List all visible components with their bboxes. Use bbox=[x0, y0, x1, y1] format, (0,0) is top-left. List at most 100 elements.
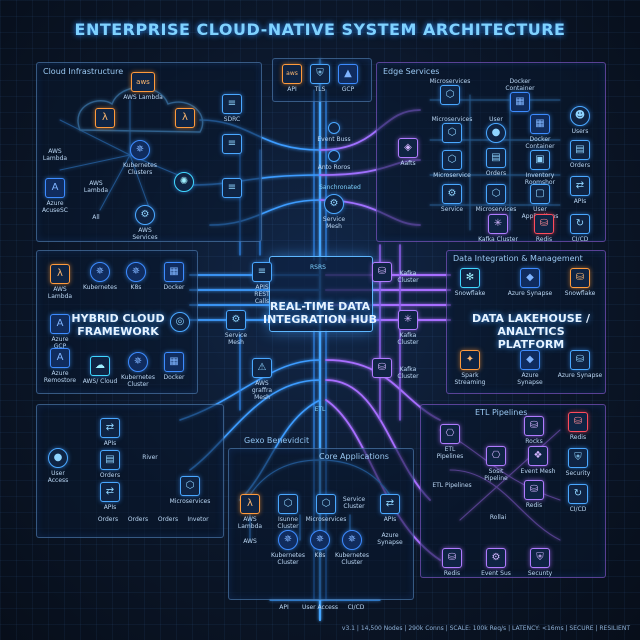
isunne-cluster-node[interactable]: ⬡Isunne Cluster bbox=[265, 494, 311, 530]
tls-node[interactable]: ⛨TLS bbox=[297, 64, 343, 93]
azure-synapse-node[interactable]: ◆Azure Synapse bbox=[507, 268, 553, 297]
inventory-node[interactable]: ▣Inventory Roomshor bbox=[517, 150, 563, 186]
security-node[interactable]: ⛨Security bbox=[555, 448, 601, 477]
snowflake-node[interactable]: ✻Snowflake bbox=[447, 268, 493, 297]
aafts-node[interactable]: ◈Aafts bbox=[385, 138, 431, 167]
sdrc-node[interactable]: ≡SDRC bbox=[209, 94, 255, 123]
redis-node[interactable]: ⛁Redis bbox=[429, 548, 475, 577]
user-access-node[interactable]: User Access bbox=[297, 602, 343, 611]
aws-services-node[interactable]: ⚙AWS Services bbox=[122, 205, 168, 241]
apis-node[interactable]: ⇄APIs bbox=[557, 176, 603, 205]
circle-node[interactable]: ◎ bbox=[157, 312, 203, 332]
docker-container-node[interactable]: Docker Container▦ bbox=[497, 76, 543, 112]
orders-node[interactable]: Orders bbox=[145, 514, 191, 523]
user-node[interactable]: User● bbox=[473, 114, 519, 143]
etl-pipelines-node[interactable]: ⎔ETL Pipelines bbox=[427, 424, 473, 460]
aws-lambda-node[interactable]: AWS Lambda bbox=[73, 178, 119, 194]
kubernetes-node[interactable]: ✵Kubernetes Clusters bbox=[117, 140, 163, 176]
cicd-node[interactable]: CI/CD bbox=[333, 602, 379, 611]
apis-rest-node[interactable]: ≡APIS REST Calls bbox=[239, 262, 285, 305]
etl-pipelines-node[interactable]: ETL Pipelines bbox=[429, 480, 475, 489]
server-node[interactable]: ≡ bbox=[209, 134, 255, 154]
orders-node[interactable]: ▤Orders bbox=[557, 140, 603, 169]
microservices-node[interactable]: Microservices⬡ bbox=[429, 114, 475, 143]
spark-streaming-node[interactable]: ✦Spark Streaming bbox=[447, 350, 493, 386]
kubernetes-cluster-node[interactable]: ✵Kubernetes Cluster bbox=[329, 530, 375, 566]
anto-node[interactable]: Anto Roros bbox=[311, 150, 357, 171]
sosit-pipeline-node[interactable]: ⎔Sosit Pipeline bbox=[473, 446, 519, 482]
azure-synapse-node[interactable]: ◆Azure Synapse bbox=[507, 350, 553, 386]
invetor-node[interactable]: Invetor bbox=[175, 514, 221, 523]
aws-mesh-node[interactable]: ⚠AWS graffra Mesh bbox=[239, 358, 285, 401]
service-node[interactable]: ⚙Service bbox=[429, 184, 475, 213]
cicd-node[interactable]: ↻CI/CD bbox=[557, 214, 603, 243]
event-bus-node[interactable]: Event Buss bbox=[311, 122, 357, 143]
kubernetes-cluster-node[interactable]: ✵Kubernetes Cluster bbox=[115, 352, 161, 388]
gcp-node[interactable]: ▲GCP bbox=[325, 64, 371, 93]
snowflake-node[interactable]: ⛁Snowflake bbox=[557, 268, 603, 297]
integration-hub[interactable] bbox=[269, 256, 373, 332]
azure-synapse-node[interactable]: ⛁Azure Synapse bbox=[557, 350, 603, 379]
etl-node[interactable]: ETL bbox=[297, 404, 343, 413]
microservice-node[interactable]: ⬡Microservice bbox=[429, 150, 475, 179]
microservices-node[interactable]: Microservices⬡ bbox=[427, 76, 473, 105]
apis-node[interactable]: ⇄APIs bbox=[87, 418, 133, 447]
event-mesh-node[interactable]: ❖Event Mesh bbox=[515, 446, 561, 475]
azure-synapse-node[interactable]: Azure Synapse bbox=[367, 530, 413, 546]
service-cluster-node[interactable]: Service Cluster bbox=[331, 494, 377, 510]
users-node[interactable]: ☻Users bbox=[557, 106, 603, 135]
redis-node[interactable]: ⛁Redis bbox=[555, 412, 601, 441]
docker-node[interactable]: ▦Docker bbox=[151, 262, 197, 291]
user-access-node[interactable]: ●User Access bbox=[35, 448, 81, 484]
k8s-node[interactable]: ✵K8s bbox=[113, 262, 159, 291]
kafka-cluster-node[interactable]: Kafka Cluster bbox=[385, 364, 431, 380]
river-node[interactable]: River bbox=[127, 452, 173, 461]
microservices-node[interactable]: ⬡Microservices bbox=[473, 184, 519, 213]
redis-node[interactable]: ⛁Redis bbox=[521, 214, 567, 243]
kubernetes-cluster-node[interactable]: ✵Kubernetes Cluster bbox=[265, 530, 311, 566]
apis-node[interactable]: ⇄APIs bbox=[367, 494, 413, 523]
kafka-cluster-node[interactable]: ✳Kafka Cluster bbox=[385, 310, 431, 346]
aws-cloud-node[interactable]: ☁AWS/ Cloud bbox=[77, 356, 123, 385]
rocks-node[interactable]: ⛁Rocks bbox=[511, 416, 557, 445]
event-sus-node[interactable]: ⚙Event Sus bbox=[473, 548, 519, 577]
aws-node[interactable]: AWS bbox=[227, 536, 273, 545]
microservices-node[interactable]: ⬡Microservices bbox=[167, 476, 213, 505]
k8s-node[interactable]: ✵K8s bbox=[297, 530, 343, 559]
security-node[interactable]: ⛨Secunty bbox=[517, 548, 563, 577]
service-mesh-node[interactable]: ⚙Service Mesh bbox=[213, 310, 259, 346]
hub-node[interactable]: ✺ bbox=[161, 172, 207, 192]
server-node[interactable]: ≡ bbox=[209, 178, 255, 198]
node-label: CI/CD bbox=[569, 506, 587, 513]
docker-container-node[interactable]: ▦Docker Container bbox=[517, 114, 563, 150]
apis-node[interactable]: ⇄APIs bbox=[87, 482, 133, 511]
kafka-cluster-node[interactable]: ⛁ bbox=[359, 262, 405, 282]
orders-node[interactable]: Orders bbox=[85, 514, 131, 523]
redis-node[interactable]: ⛁Redis bbox=[511, 480, 557, 509]
cicd-node[interactable]: ↻CI/CD bbox=[555, 484, 601, 513]
kubernetes-node[interactable]: ✵Kubernetes bbox=[77, 262, 123, 291]
lambda-node[interactable]: λ bbox=[162, 108, 208, 128]
aws-lambda-node[interactable]: AWS Lambda bbox=[32, 146, 78, 162]
orders-node[interactable]: ▤Orders bbox=[473, 148, 519, 177]
orders-node[interactable]: ▤Orders bbox=[87, 450, 133, 479]
rollai-node[interactable]: Rollai bbox=[475, 512, 521, 521]
docker-node[interactable]: ▦Docker bbox=[151, 352, 197, 381]
microservices-node[interactable]: ⬡Microservices bbox=[303, 494, 349, 523]
rsrs-node[interactable]: RSRS bbox=[295, 262, 341, 271]
kafka-cluster-node[interactable]: Kafka Cluster bbox=[385, 268, 431, 284]
all-node[interactable]: All bbox=[73, 212, 119, 221]
orders-node[interactable]: Orders bbox=[115, 514, 161, 523]
kafka-cluster-node[interactable]: ⛁ bbox=[359, 358, 405, 378]
kafka-cluster-node[interactable]: ✳Kafka Cluster bbox=[475, 214, 521, 243]
lambda-node[interactable]: λ bbox=[82, 108, 128, 128]
api-node[interactable]: API bbox=[261, 602, 307, 611]
service-mesh-node[interactable]: ⚙Service Mesh bbox=[311, 194, 357, 230]
